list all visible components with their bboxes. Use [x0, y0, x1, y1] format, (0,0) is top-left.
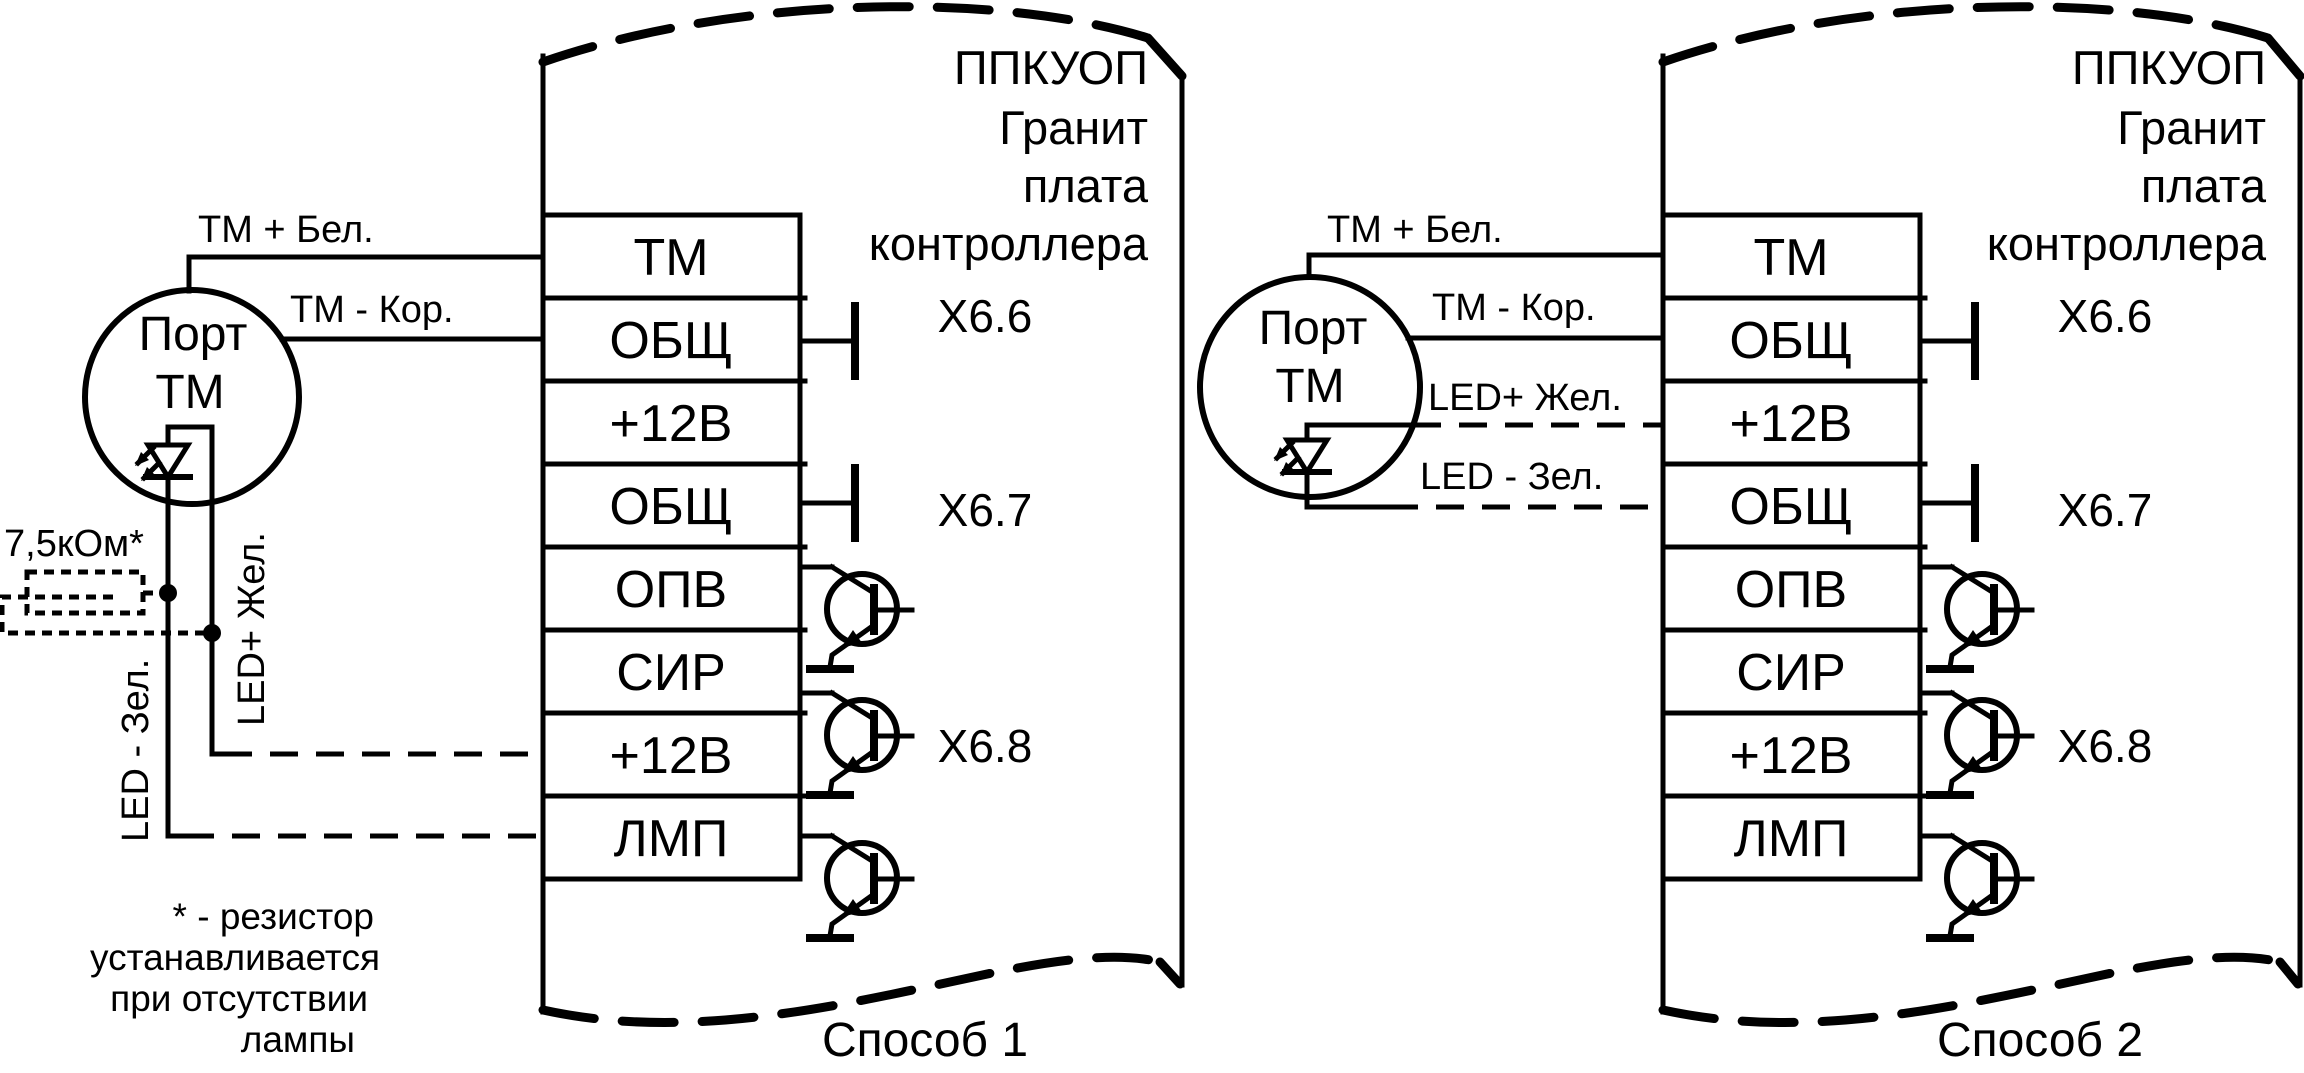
wire-led-plus	[209, 424, 227, 757]
terminal-label: ЛМП	[614, 810, 729, 868]
terminal-label: СИР	[616, 644, 726, 702]
terminal-label: ТМ	[633, 229, 708, 287]
resistor-box-shadow	[0, 594, 212, 636]
terminal-label: +12В	[610, 727, 733, 785]
terminal-label: ОПВ	[615, 561, 728, 619]
terminal-label: ОБЩ	[1729, 478, 1852, 536]
board-io: X6.6 X6.7 X6.8	[800, 290, 1032, 938]
note-line: при отсутствии	[110, 978, 368, 1019]
wire-tm-plus	[186, 254, 546, 294]
board-title-line: контроллера	[869, 217, 1149, 270]
caption-method-1: Способ 1	[822, 1014, 1028, 1067]
wire-label-tm-minus: ТМ - Кор.	[290, 289, 454, 331]
board-title-line: ППКУОП	[954, 41, 1148, 94]
note-line: * - резистор	[173, 896, 374, 937]
note-line: лампы	[241, 1019, 355, 1060]
wire-led-minus	[1304, 469, 1393, 510]
wire-label-led-minus: LED - Зел.	[1420, 456, 1603, 498]
terminal-label: ОБЩ	[609, 312, 732, 370]
terminal-label: ТМ	[1753, 229, 1828, 287]
wire-label-led-plus: LED+ Жел.	[231, 532, 273, 726]
connector-label-x66: X6.6	[938, 290, 1033, 342]
wire-label-led-minus: LED - Зел.	[115, 659, 157, 842]
wire-tm-plus	[1306, 252, 1666, 280]
wire-label-led-plus: LED+ Жел.	[1428, 377, 1622, 419]
port-label-line: ТМ	[1275, 360, 1344, 413]
wire-led-plus	[1304, 422, 1416, 443]
terminal-label: +12В	[610, 395, 733, 453]
resistor-note: * - резистор устанавливается при отсутст…	[90, 896, 380, 1060]
junction-dot	[159, 584, 177, 602]
board-title: ППКУОП Гранит плата контроллера	[1987, 41, 2267, 270]
board-io: X6.6 X6.7 X6.8	[1920, 290, 2152, 938]
board-title-line: плата	[2141, 159, 2267, 212]
terminal-label: ОПВ	[1735, 561, 1848, 619]
connector-label-x68: X6.8	[938, 720, 1033, 772]
connector-label-x66: X6.6	[2058, 290, 2153, 342]
wire-label-tm-plus: ТМ + Бел.	[198, 209, 374, 251]
terminal-label: +12В	[1730, 727, 1853, 785]
terminal-block: ТМ ОБЩ +12В ОБЩ ОПВ СИР +12В ЛМП	[540, 212, 808, 882]
board-title-line: контроллера	[1987, 217, 2267, 270]
terminal-label: ОБЩ	[609, 478, 732, 536]
diagram-method-1: ППКУОП Гранит плата контроллера ТМ ОБЩ +…	[0, 2, 1187, 1067]
terminal-block: ТМ ОБЩ +12В ОБЩ ОПВ СИР +12В ЛМП	[1660, 212, 1928, 882]
connector-label-x68: X6.8	[2058, 720, 2153, 772]
wires: ТМ + Бел. ТМ - Кор. LED+ Жел. LED - Зел.	[1304, 209, 1666, 510]
caption-method-2: Способ 2	[1937, 1014, 2143, 1067]
connector-label-x67: X6.7	[2058, 484, 2153, 536]
wire-label-tm-plus: ТМ + Бел.	[1327, 209, 1503, 251]
port-circle	[82, 287, 302, 507]
wire-label-tm-minus: ТМ - Кор.	[1432, 287, 1596, 329]
terminal-label: ОБЩ	[1729, 312, 1852, 370]
terminal-label: +12В	[1730, 395, 1853, 453]
diagram-method-2: ППКУОП Гранит плата контроллера ТМ ОБЩ +…	[1197, 2, 2304, 1067]
connector-label-x67: X6.7	[938, 484, 1033, 536]
optional-resistor: 7,5кОм*	[0, 523, 221, 642]
board-title-line: Гранит	[2117, 101, 2266, 154]
terminal-label: ЛМП	[1734, 810, 1849, 868]
port-label-line: Порт	[139, 308, 248, 361]
board-title-line: плата	[1023, 159, 1149, 212]
terminal-label: СИР	[1736, 644, 1846, 702]
port-label-line: ТМ	[155, 366, 224, 419]
junction-dot	[203, 624, 221, 642]
note-line: устанавливается	[90, 937, 380, 978]
wires: ТМ + Бел. ТМ - Кор. LED+ Жел. LED - Зел.	[115, 209, 546, 842]
board-title-line: ППКУОП	[2072, 41, 2266, 94]
resistor-value-label: 7,5кОм*	[4, 523, 144, 565]
port-label-line: Порт	[1259, 302, 1368, 355]
board-title-line: Гранит	[999, 101, 1148, 154]
board-title: ППКУОП Гранит плата контроллера	[869, 41, 1149, 270]
tm-port: Порт ТМ	[82, 287, 302, 507]
